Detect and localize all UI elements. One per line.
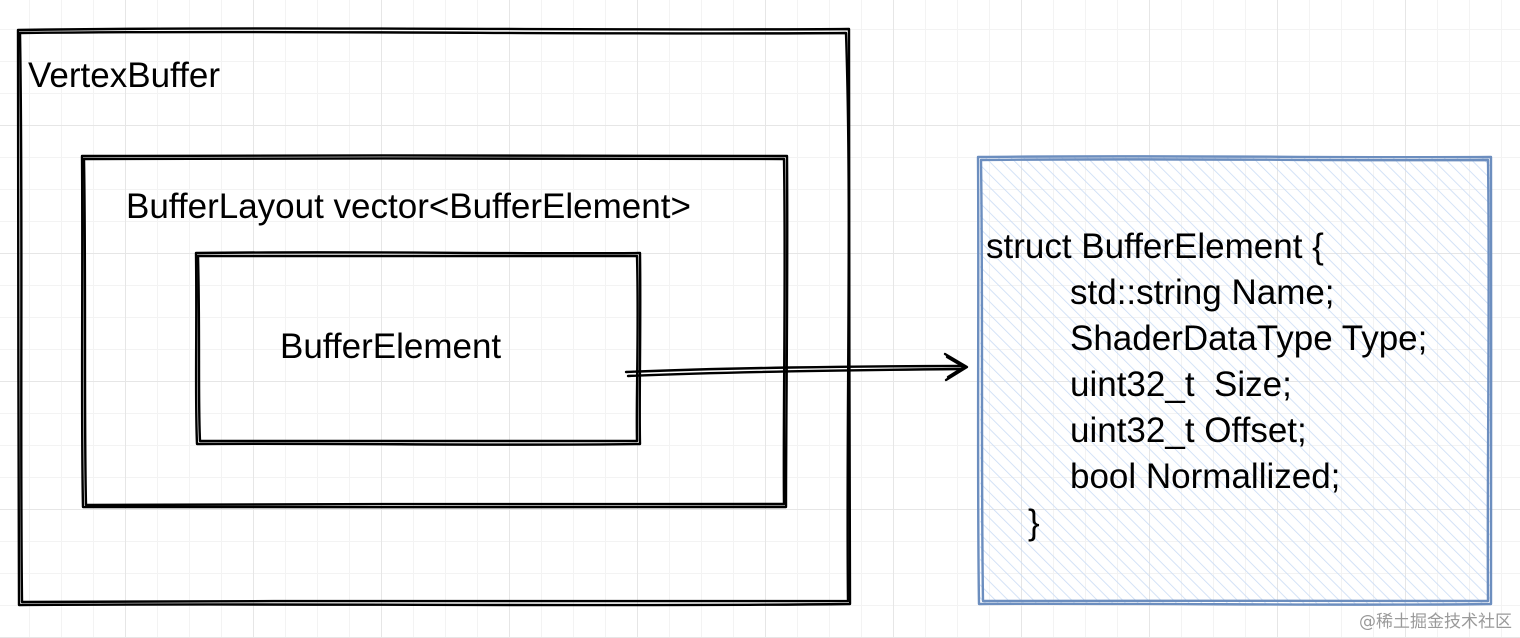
- vertex-buffer-label: VertexBuffer: [28, 56, 220, 95]
- buffer-element-label: BufferElement: [280, 327, 502, 366]
- buffer-layout-box[interactable]: [80, 154, 789, 509]
- vertex-buffer-box[interactable]: [16, 27, 852, 607]
- struct-field-size: uint32_t Size;: [1070, 365, 1292, 404]
- struct-closing-brace: }: [1028, 503, 1040, 542]
- struct-field-normalized: bool Normallized;: [1070, 457, 1341, 496]
- element-to-struct-arrow[interactable]: [624, 352, 969, 382]
- struct-field-offset: uint32_t Offset;: [1070, 411, 1307, 450]
- struct-definition-text: struct BufferElement { std::string Name;…: [986, 224, 1427, 546]
- struct-definition-box[interactable]: [976, 155, 1493, 606]
- buffer-layout-label: BufferLayout vector<BufferElement>: [126, 187, 691, 226]
- buffer-element-box[interactable]: [194, 251, 642, 446]
- struct-field-type: ShaderDataType Type;: [1070, 319, 1428, 358]
- arrow-head: [943, 352, 969, 382]
- struct-header: struct BufferElement {: [986, 227, 1324, 266]
- struct-field-name: std::string Name;: [1070, 273, 1335, 312]
- watermark: @稀土掘金技术社区: [1359, 612, 1512, 632]
